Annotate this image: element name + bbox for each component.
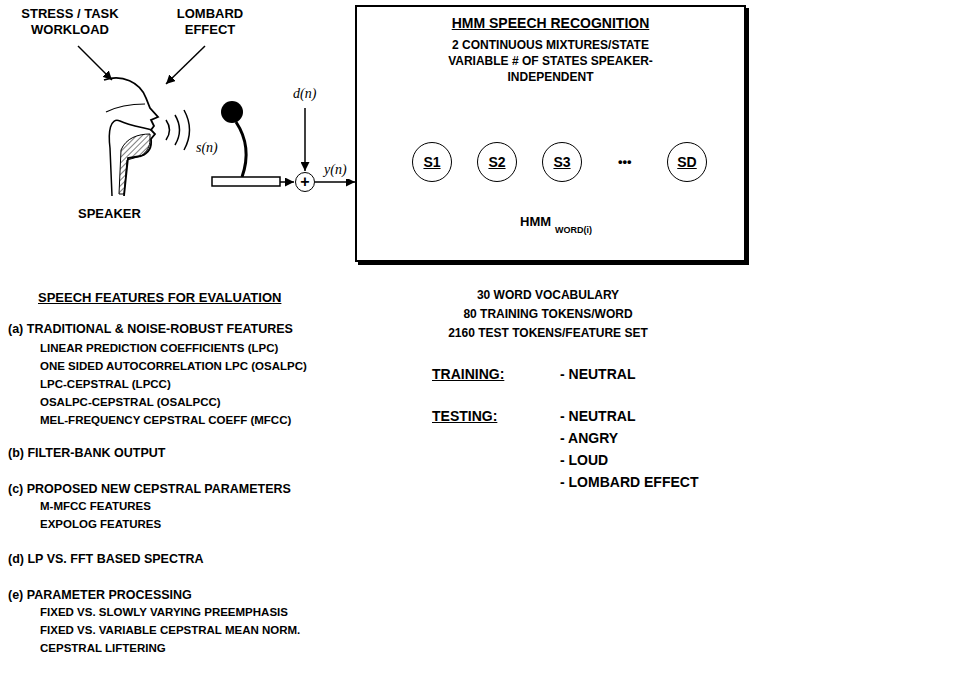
node-title: SD [677, 154, 696, 170]
lombard-arrow [166, 46, 205, 84]
text-label: d(n) [293, 86, 316, 103]
text-label: (d) LP VS. FFT BASED SPECTRA [8, 552, 204, 567]
signal-wire [280, 181, 294, 183]
node-title: + [300, 174, 309, 190]
text-label: OSALPC-CEPSTRAL (OSALPCC) [40, 396, 221, 410]
text-label: (a) TRADITIONAL & NOISE-ROBUST FEATURES [8, 322, 293, 337]
text-label: (c) PROPOSED NEW CEPSTRAL PARAMETERS [8, 482, 291, 497]
text-label: TRAINING: [432, 366, 504, 383]
text-label: EXPOLOG FEATURES [40, 518, 161, 532]
text-label: MEL-FREQUENCY CEPSTRAL COEFF (MFCC) [40, 414, 291, 428]
text-label: SPEAKER [78, 206, 141, 222]
adder-circle: + [295, 172, 315, 192]
state-circle: SD [667, 142, 707, 182]
connector-arrow [315, 181, 355, 183]
state-circle: S2 [477, 142, 517, 182]
text-label: STRESS / TASK WORKLOAD [10, 6, 130, 37]
text-label: - LOMBARD EFFECT [560, 474, 698, 491]
microphone-base [212, 177, 280, 186]
text-label: ONE SIDED AUTOCORRELATION LPC (OSALPC) [40, 360, 307, 374]
text-label: 30 WORD VOCABULARY [418, 288, 678, 302]
face-profile [104, 78, 158, 196]
nasal-cavity [106, 104, 145, 112]
node-body: 2 CONTINUOUS MIXTURES/STATE VARIABLE # O… [421, 37, 681, 86]
text-label: - LOUD [560, 452, 608, 469]
edge-label: y(n) [322, 162, 349, 179]
text-label: (e) PARAMETER PROCESSING [8, 588, 192, 603]
vocal-tract [109, 120, 152, 196]
state-circle: S3 [542, 142, 582, 182]
tongue [119, 134, 150, 194]
stress-arrow [78, 46, 112, 80]
node-title: S1 [423, 154, 440, 170]
edge-label: ••• [616, 154, 634, 170]
node-title: S3 [553, 154, 570, 170]
text-label: TESTING: [432, 408, 497, 425]
state-circle: S1 [412, 142, 452, 182]
microphone-head [221, 101, 243, 123]
sound-wave [166, 110, 190, 150]
text-label: FIXED VS. VARIABLE CEPSTRAL MEAN NORM. [40, 624, 300, 638]
text-label: - NEUTRAL [560, 366, 635, 383]
node-title: S2 [488, 154, 505, 170]
text-label: SPEECH FEATURES FOR EVALUATION [38, 290, 281, 306]
node-title: HMM SPEECH RECOGNITION [357, 15, 744, 31]
text-label: 2160 TEST TOKENS/FEATURE SET [418, 326, 678, 340]
text-label: (b) FILTER-BANK OUTPUT [8, 446, 165, 461]
text-label: - ANGRY [560, 430, 618, 447]
noise-arrow [304, 108, 306, 171]
text-label: WORD(i) [555, 225, 592, 236]
text-label: 80 TRAINING TOKENS/WORD [418, 307, 678, 321]
text-label: FIXED VS. SLOWLY VARYING PREEMPHASIS [40, 606, 288, 620]
text-label: s(n) [196, 140, 218, 157]
text-label: M-MFCC FEATURES [40, 500, 151, 514]
text-label: LOMBARD EFFECT [160, 6, 260, 37]
text-label: LINEAR PREDICTION COEFFICIENTS (LPC) [40, 342, 278, 356]
text-label: HMM [520, 214, 551, 230]
text-label: CEPSTRAL LIFTERING [40, 642, 166, 656]
microphone-stem [236, 122, 246, 177]
text-label: LPC-CEPSTRAL (LPCC) [40, 378, 171, 392]
text-label: - NEUTRAL [560, 408, 635, 425]
